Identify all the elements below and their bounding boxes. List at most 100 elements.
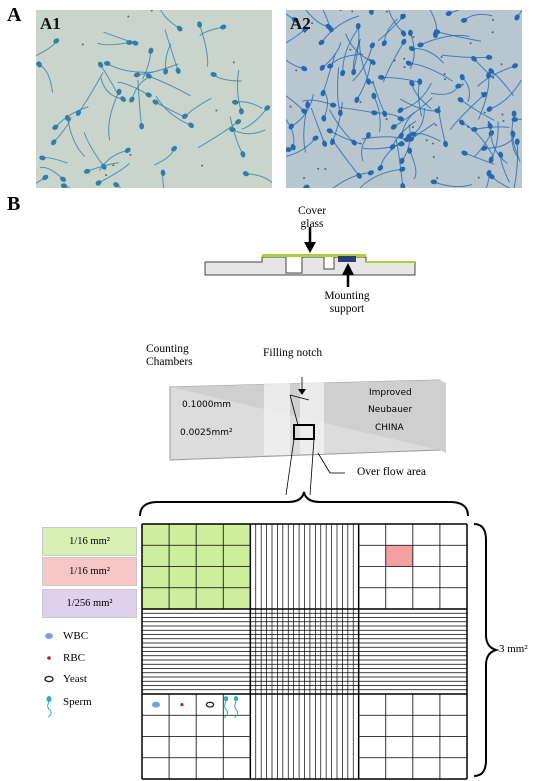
sperm-cell: [310, 107, 328, 147]
sperm-cell: [97, 61, 119, 94]
debris-dot: [150, 10, 153, 12]
sperm-cell: [332, 170, 374, 188]
debris-dot: [112, 164, 115, 167]
sperm-cell: [361, 132, 371, 162]
micrograph-a1: A1: [36, 10, 272, 188]
chamber-box: [293, 424, 315, 440]
sperm-cell: [241, 105, 271, 130]
sperm-cell: [410, 131, 441, 142]
area-label: 3 mm²: [499, 643, 528, 655]
sperm-cell: [154, 146, 178, 166]
sperm-cell: [372, 80, 388, 117]
debris-dot: [438, 106, 441, 109]
sperm-cell: [368, 10, 374, 15]
sperm-cell: [395, 138, 406, 188]
sperm-cell: [513, 138, 520, 188]
sperm-cell: [340, 27, 359, 77]
debris-dot: [129, 153, 132, 156]
sperm-cell: [461, 150, 495, 165]
sperm-cell: [320, 52, 336, 97]
legend-box-red: 1/16 mm²: [42, 557, 137, 586]
legend-item-wbc: WBC: [63, 630, 89, 642]
sperm-cell: [152, 99, 186, 118]
sperm-cell: [433, 29, 482, 42]
sperm-cell: [142, 47, 154, 80]
wbc-icon: [152, 701, 160, 708]
debris-dot: [403, 57, 406, 60]
debris-dot: [371, 81, 374, 84]
sperm-cell: [155, 95, 194, 129]
panel-a-letter: A: [7, 4, 22, 26]
sperm-cell: [388, 10, 407, 37]
debris-dot: [400, 14, 403, 17]
debris-dot: [351, 10, 354, 13]
sperm-cell: [441, 54, 493, 60]
sperm-cell: [339, 106, 378, 116]
debris-dot: [317, 167, 320, 170]
debris-dot: [339, 10, 342, 12]
legend-box-purple-label: 1/256 mm²: [66, 598, 113, 609]
sperm-cell: [471, 56, 494, 79]
sperm-cell: [488, 68, 514, 97]
micrograph-a2-label: A2: [290, 14, 311, 33]
legend-box-green-label: 1/16 mm²: [69, 536, 110, 547]
counting-grid: [141, 523, 468, 780]
sperm-cell: [471, 126, 510, 132]
sperm-cell: [382, 38, 407, 83]
sperm-cell: [236, 69, 244, 115]
sperm-cell: [39, 155, 68, 164]
sperm-cell: [104, 60, 154, 73]
mounting-support-label: Mounting support: [324, 290, 370, 315]
debris-dot: [443, 78, 446, 81]
debris-dot: [36, 62, 38, 65]
grid-cell-samples: [152, 696, 239, 719]
debris-dot: [500, 63, 503, 66]
micrograph-a1-label: A1: [40, 14, 61, 33]
slide-text-right-3: CHINA: [375, 423, 404, 433]
debris-dot: [201, 164, 204, 167]
debris-dot: [436, 176, 439, 179]
sperm-cell: [399, 124, 411, 165]
sperm-cell: [514, 10, 522, 21]
highlight-red-square: [385, 545, 413, 567]
sperm-cell: [477, 63, 518, 87]
sperm-cell: [377, 13, 406, 42]
debris-dot: [303, 30, 306, 33]
debris-dot: [232, 61, 235, 64]
sperm-cell: [302, 99, 337, 108]
sperm-cell: [229, 127, 266, 135]
debris-dot: [215, 109, 218, 112]
sperm-cell: [330, 137, 362, 179]
sperm-cell: [457, 97, 495, 121]
sperm-icon: [46, 696, 52, 718]
sperm-cell: [302, 184, 310, 188]
debris-dot: [393, 59, 396, 62]
sperm-cell: [303, 101, 310, 153]
debris-dot: [403, 66, 406, 69]
sperm-cell: [83, 132, 107, 170]
sperm-cell: [390, 97, 433, 130]
sperm-cell: [133, 63, 179, 78]
sperm-cell: [511, 110, 518, 157]
sperm-cell: [36, 61, 54, 93]
sperm-cell: [322, 10, 334, 33]
debris-dot: [359, 101, 362, 104]
sperm-cell: [286, 26, 309, 44]
counting-chambers-label: Counting Chambers: [146, 343, 193, 368]
sperm-cell: [352, 42, 375, 82]
chamber-cross-section: [204, 227, 416, 287]
sperm-cell: [305, 10, 332, 30]
debris-dot: [469, 42, 472, 45]
debris-dot: [440, 55, 443, 58]
sperm-cell: [160, 169, 166, 188]
sperm-cell: [95, 162, 130, 186]
sperm-cell: [321, 90, 329, 122]
sperm-cell: [486, 80, 522, 112]
sperm-cell: [429, 10, 438, 39]
legend-item-sperm: Sperm: [63, 696, 92, 708]
sperm-cell: [210, 72, 242, 82]
sperm-cell: [36, 174, 49, 184]
sperm-cell: [36, 38, 60, 57]
sperm-cell: [286, 59, 308, 72]
sperm-cell: [459, 119, 495, 158]
